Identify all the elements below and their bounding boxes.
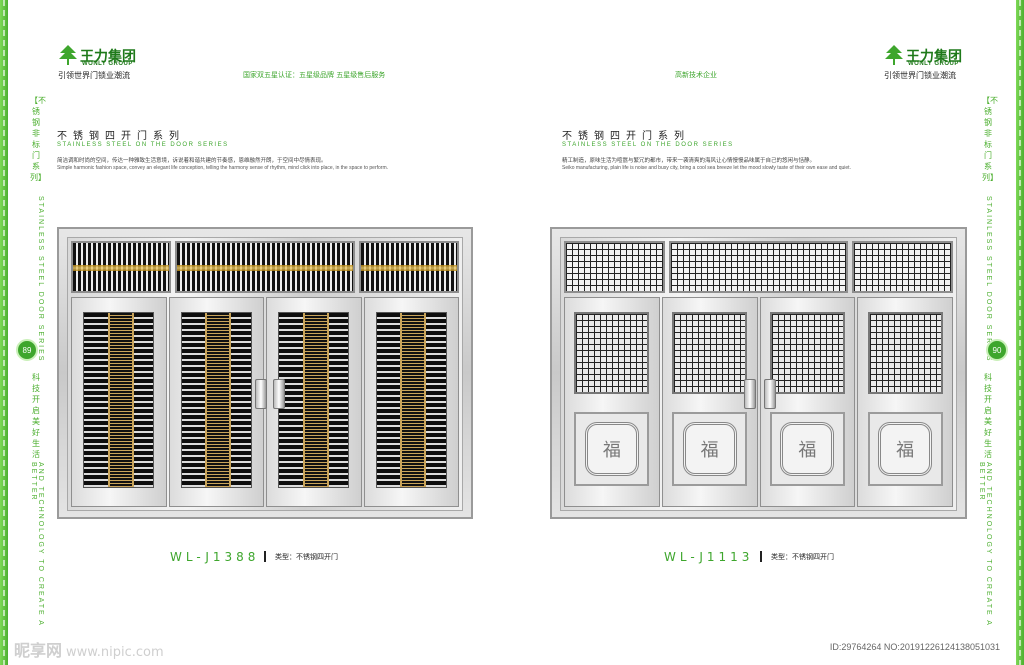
- brand-name-en: WONLY GROUP: [908, 61, 959, 67]
- right-header-note: 高新技术企业: [675, 71, 717, 79]
- left-logo: 王力集团 WONLY GROUP 引领世界门锁业潮流: [58, 44, 148, 84]
- left-side-text-2: 科技开启美好生活: [32, 373, 40, 459]
- model-separator: [760, 551, 762, 562]
- image-id-label: ID:29764264 NO:20191226124138051031: [825, 640, 1004, 654]
- leaf-window: [769, 312, 845, 394]
- fu-emblem-icon: 福: [878, 422, 933, 476]
- brand-name: 王力集团: [80, 49, 136, 65]
- fu-emblem-icon: 福: [780, 422, 835, 476]
- door-handle: [273, 379, 285, 409]
- leaf-panel: 福: [574, 412, 650, 486]
- door-leaf: 福: [564, 297, 660, 507]
- right-side-text-2-en: AND TECHNOLOGY TO CREATE A BETTER: [978, 462, 992, 627]
- fu-emblem-icon: 福: [584, 422, 639, 476]
- right-side-text: 【不锈钢非标门系列】: [982, 96, 998, 182]
- transom-pane: [71, 241, 172, 293]
- watermark-url: www.nipic.com: [66, 645, 164, 660]
- door-handle: [764, 379, 776, 409]
- door-leaves: [71, 297, 459, 507]
- leaf-window: [574, 312, 650, 394]
- left-page-number: 89: [16, 339, 38, 361]
- right-side-text-2: 科技开启美好生活: [984, 373, 992, 459]
- right-model-type: 类型：不锈钢四开门: [771, 553, 834, 561]
- right-edge-strip: [1016, 0, 1024, 665]
- left-model-number: WL-J1388: [170, 550, 260, 564]
- door-image-wl-j1113: 福 福 福 福: [550, 227, 967, 519]
- brand-slogan: 引领世界门锁业潮流: [884, 71, 956, 80]
- left-series-title: 不锈钢四开门系列: [57, 131, 185, 142]
- right-series-desc: 精工制造，原味生活为喧嚣与繁冗的都市，带来一袭清爽的海风让心情慢慢品味属于自己的…: [562, 158, 816, 164]
- leaf-panel: 福: [867, 412, 943, 486]
- transom-pane: [358, 241, 459, 293]
- tree-logo-icon: [885, 45, 903, 65]
- left-series-en: STAINLESS STEEL ON THE DOOR SERIES: [57, 142, 229, 148]
- right-series-desc-en: Seiko manufacturing, plain life is noise…: [562, 165, 851, 171]
- tree-logo-icon: [59, 45, 77, 65]
- right-side-text-en: STAINLESS STEEL DOOR SERIES: [985, 196, 992, 363]
- right-page-number: 90: [986, 339, 1008, 361]
- left-model-type: 类型：不锈钢四开门: [275, 553, 338, 561]
- door-handle: [744, 379, 756, 409]
- left-side-text: 【不锈钢非标门系列】: [30, 96, 46, 182]
- right-logo: 王力集团 WONLY GROUP 引领世界门锁业潮流: [884, 44, 974, 84]
- leaf-window: [672, 312, 748, 394]
- leaf-glass: [278, 312, 350, 488]
- door-leaf: [71, 297, 167, 507]
- left-side-text-en: STAINLESS STEEL DOOR SERIES: [37, 196, 44, 363]
- brand-slogan: 引领世界门锁业潮流: [58, 71, 130, 80]
- transom-pane: [564, 241, 665, 293]
- model-separator: [264, 551, 266, 562]
- door-transom: [71, 241, 459, 293]
- left-series-desc-en: Simple harmonic fashion space, convey an…: [57, 165, 389, 171]
- leaf-glass: [180, 312, 252, 488]
- right-model-number: WL-J1113: [664, 550, 754, 564]
- left-side-text-2-en: AND TECHNOLOGY TO CREATE A BETTER: [30, 462, 44, 627]
- door-leaf: [168, 297, 264, 507]
- brand-name: 王力集团: [906, 49, 962, 65]
- right-series-title: 不锈钢四开门系列: [562, 131, 690, 142]
- door-leaf: 福: [857, 297, 953, 507]
- leaf-glass: [375, 312, 447, 488]
- left-header-note: 国家双五星认证：五星级品牌 五星级售后服务: [243, 71, 386, 79]
- fu-emblem-icon: 福: [682, 422, 737, 476]
- door-image-wl-j1388: [57, 227, 473, 519]
- door-transom: [564, 241, 953, 293]
- leaf-glass: [83, 312, 155, 488]
- transom-pane: [852, 241, 953, 293]
- transom-pane: [175, 241, 355, 293]
- door-leaf: [363, 297, 459, 507]
- leaf-window: [867, 312, 943, 394]
- door-leaves: 福 福 福 福: [564, 297, 953, 507]
- door-leaf: 福: [661, 297, 758, 507]
- right-series-en: STAINLESS STEEL ON THE DOOR SERIES: [562, 142, 734, 148]
- leaf-panel: 福: [672, 412, 748, 486]
- transom-pane: [668, 241, 849, 293]
- leaf-panel: 福: [769, 412, 845, 486]
- left-edge-strip: [0, 0, 8, 665]
- left-series-desc: 简洁调和时尚的空间，传达一种雅致生活意境，诉说着和谐共建的节奏感，恩维融然开朗，…: [57, 158, 327, 164]
- door-handle: [255, 379, 267, 409]
- brand-name-en: WONLY GROUP: [82, 61, 133, 67]
- door-leaf: [266, 297, 362, 507]
- watermark-text: 昵享网: [14, 641, 63, 660]
